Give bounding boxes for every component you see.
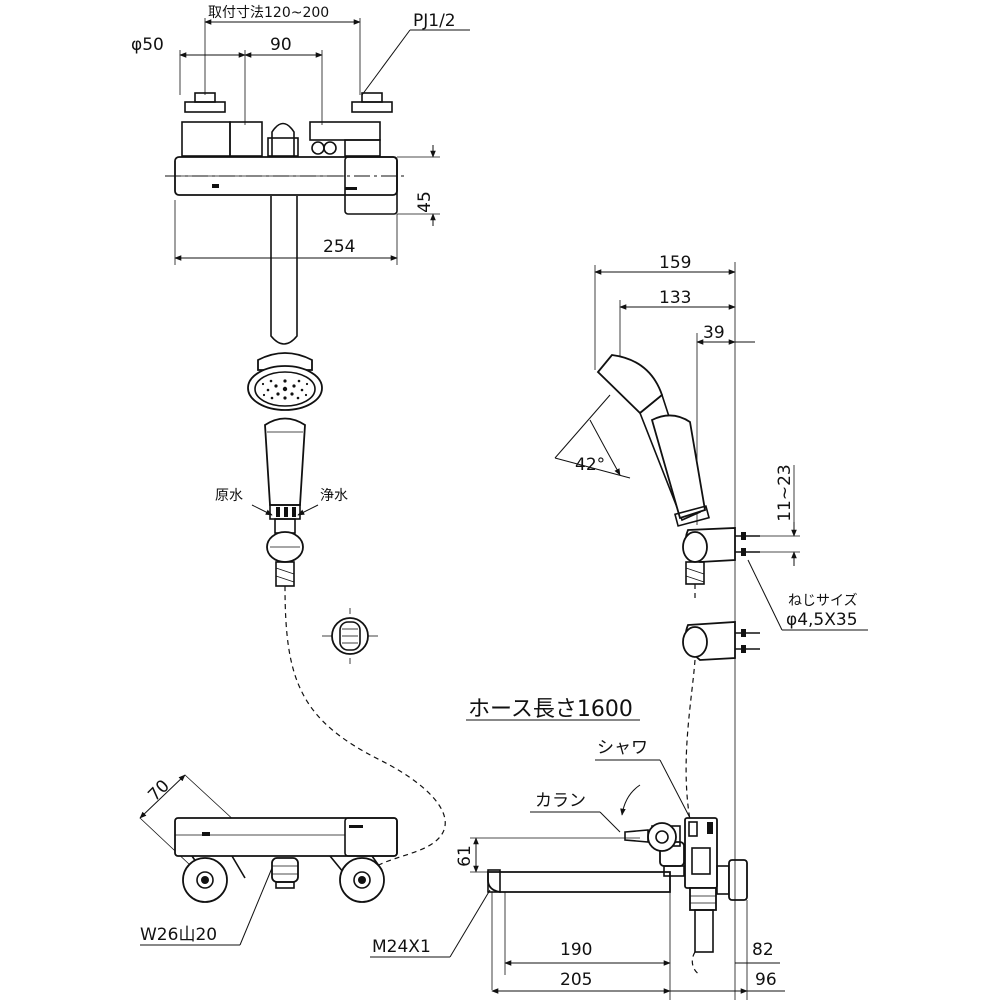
d82-label: 82: [752, 940, 774, 960]
hose-length-label: ホース長さ1600: [468, 697, 633, 722]
d45-label: 45: [415, 191, 435, 213]
d254-label: 254: [323, 237, 355, 257]
d96-label: 96: [755, 970, 777, 990]
w26-label: W26山20: [140, 925, 217, 945]
d133-label: 133: [659, 288, 691, 308]
raw-water-label: 原水: [215, 488, 243, 504]
d39-label: 39: [703, 323, 725, 343]
screw-title-label: ねじサイズ: [788, 593, 858, 609]
d159-label: 159: [659, 253, 691, 273]
spout-view: [370, 719, 785, 1000]
shower-label: シャワ: [597, 738, 648, 758]
d190-label: 190: [560, 940, 592, 960]
plan-view: [139, 774, 398, 946]
d70-label: 70: [144, 776, 173, 805]
front-view: [165, 18, 470, 871]
clean-water-label: 浄水: [320, 488, 348, 504]
d61-label: 61: [455, 845, 475, 867]
d11-23-label: 11~23: [775, 464, 795, 522]
angle-label: 42°: [575, 455, 605, 475]
mount-dimension-label: 取付寸法120~200: [208, 5, 329, 21]
side-view: [554, 262, 868, 1000]
dimension-labels: 取付寸法120~200 PJ1/2 φ50 90 45 254 原水 浄水 15…: [131, 5, 858, 990]
d90-label: 90: [270, 35, 292, 55]
m24-label: M24X1: [372, 937, 431, 957]
d205-label: 205: [560, 970, 592, 990]
pj-label: PJ1/2: [413, 11, 456, 31]
phi50-label: φ50: [131, 35, 164, 55]
karan-label: カラン: [535, 791, 586, 811]
screw-size-label: φ4,5X35: [786, 610, 858, 630]
